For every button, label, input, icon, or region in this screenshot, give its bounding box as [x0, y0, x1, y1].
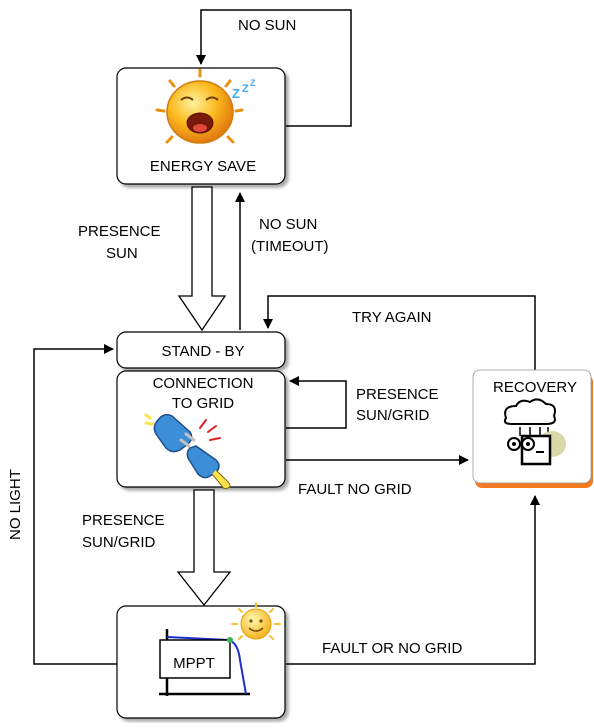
label-no-sun: NO SUN — [238, 17, 296, 34]
label-fault-or-no-grid: FAULT OR NO GRID — [322, 640, 462, 657]
plug-connector-icon — [144, 413, 231, 490]
svg-text:Z: Z — [232, 86, 240, 101]
svg-text:Z: Z — [250, 78, 256, 88]
label-presence-grid-2: SUN/GRID — [82, 534, 156, 551]
smiling-sun-icon — [231, 602, 281, 640]
label-presence-self-1: PRESENCE — [356, 386, 439, 403]
recovery-label: RECOVERY — [493, 379, 577, 396]
label-presence-sun-1: PRESENCE — [78, 223, 161, 240]
label-try-again: TRY AGAIN — [352, 309, 431, 326]
presence-sun-block-arrow — [177, 186, 227, 332]
label-presence-grid-1: PRESENCE — [82, 512, 165, 529]
label-presence-self-2: SUN/GRID — [356, 407, 430, 424]
presence-self-loop-arrow — [286, 376, 347, 429]
presence-sun-grid-block-arrow — [176, 489, 232, 607]
label-no-sun-timeout-1: NO SUN — [259, 216, 317, 233]
label-presence-sun-2: SUN — [106, 245, 138, 262]
label-fault-no-grid: FAULT NO GRID — [298, 481, 412, 498]
no-sun-loop-arrow — [196, 9, 352, 127]
energy-save-label: ENERGY SAVE — [150, 158, 256, 175]
state-connection-to-grid — [116, 370, 286, 488]
sleeping-sun-icon: Z Z Z — [155, 68, 256, 144]
label-no-light: NO LIGHT — [7, 469, 24, 540]
state-stand-by — [116, 331, 286, 369]
rain-cloud-icon — [503, 398, 566, 466]
try-again-arrow — [263, 295, 536, 370]
mppt-curve-icon — [159, 629, 250, 696]
svg-text:Z: Z — [242, 83, 249, 95]
label-no-sun-timeout-2: (TIMEOUT) — [251, 238, 328, 255]
mppt-label: MPPT — [173, 655, 215, 672]
connection-label-2: TO GRID — [172, 395, 234, 412]
fault-or-no-grid-arrow — [286, 495, 540, 665]
no-light-arrow — [33, 344, 117, 665]
state-recovery — [472, 369, 593, 488]
stand-by-label: STAND - BY — [161, 343, 244, 360]
connection-label-1: CONNECTION — [153, 375, 254, 392]
